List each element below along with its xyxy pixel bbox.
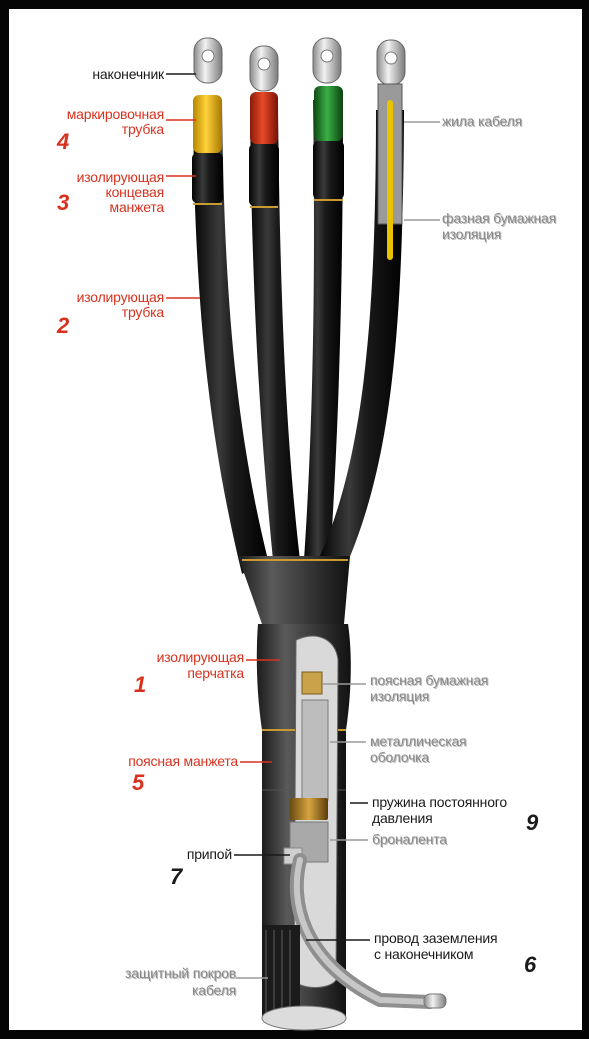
marking-tube-yellow: [193, 95, 222, 153]
number-2: 2: [57, 315, 69, 337]
label-spring-line2: давления: [372, 811, 433, 826]
label-protective-cover-line1: защитный покров: [60, 966, 236, 981]
marking-tube-green: [314, 86, 343, 141]
end-cuff-1: [192, 153, 223, 203]
end-cuff-2: [249, 144, 279, 206]
label-glove-line1: изолирующая: [80, 650, 244, 665]
label-end-cuff-line1: изолирующая: [14, 170, 164, 185]
label-ground-wire-line2: с наконечником: [374, 947, 473, 962]
label-spring-line1: пружина постоянного: [372, 795, 507, 810]
lug-1: [194, 38, 222, 83]
metal-sheath: [302, 700, 328, 800]
label-insulating-tube-line2: трубка: [14, 305, 164, 320]
lug-3: [313, 38, 341, 83]
label-protective-cover-line2: кабеля: [60, 983, 236, 998]
label-belt-cuff: поясная манжета: [60, 754, 238, 769]
end-cuff-3: [313, 141, 344, 199]
number-7: 7: [170, 866, 182, 888]
label-metal-sheath-line1: металлическая: [370, 734, 466, 749]
number-1: 1: [134, 674, 146, 696]
lug-2: [250, 46, 278, 91]
glove-fingers: [238, 556, 350, 624]
cable-core: [387, 100, 393, 260]
marking-tube-red: [250, 92, 278, 144]
label-marking-tube-line2: трубка: [14, 122, 164, 137]
label-glove-line2: перчатка: [80, 666, 244, 681]
label-cable-core: жила кабеля: [442, 114, 522, 129]
number-9: 9: [526, 812, 538, 834]
ground-wire-lug: [424, 994, 446, 1008]
label-phase-paper-line1: фазная бумажная: [442, 211, 556, 226]
label-end-cuff-line3: манжета: [14, 200, 164, 215]
label-marking-tube-line1: маркировочная: [14, 107, 164, 122]
label-belt-paper-line1: поясная бумажная: [370, 673, 488, 688]
label-end-cuff-line2: концевая: [14, 185, 164, 200]
label-belt-paper-line2: изоляция: [370, 689, 429, 704]
label-solder: припой: [120, 847, 232, 862]
number-5: 5: [132, 772, 144, 794]
constant-pressure-spring: [290, 798, 328, 820]
label-metal-sheath-line2: оболочка: [370, 750, 429, 765]
label-lug: наконечник: [46, 67, 164, 82]
cable-end-section: [262, 1006, 346, 1030]
number-6: 6: [524, 954, 536, 976]
number-4: 4: [57, 131, 69, 153]
belt-paper-insulation: [302, 672, 322, 694]
label-armor-tape: броналента: [372, 832, 447, 847]
label-insulating-tube-line1: изолирующая: [14, 290, 164, 305]
label-ground-wire-line1: провод заземления: [374, 931, 497, 946]
number-3: 3: [57, 192, 69, 214]
lug-4: [377, 40, 405, 85]
label-phase-paper-line2: изоляция: [442, 227, 501, 242]
